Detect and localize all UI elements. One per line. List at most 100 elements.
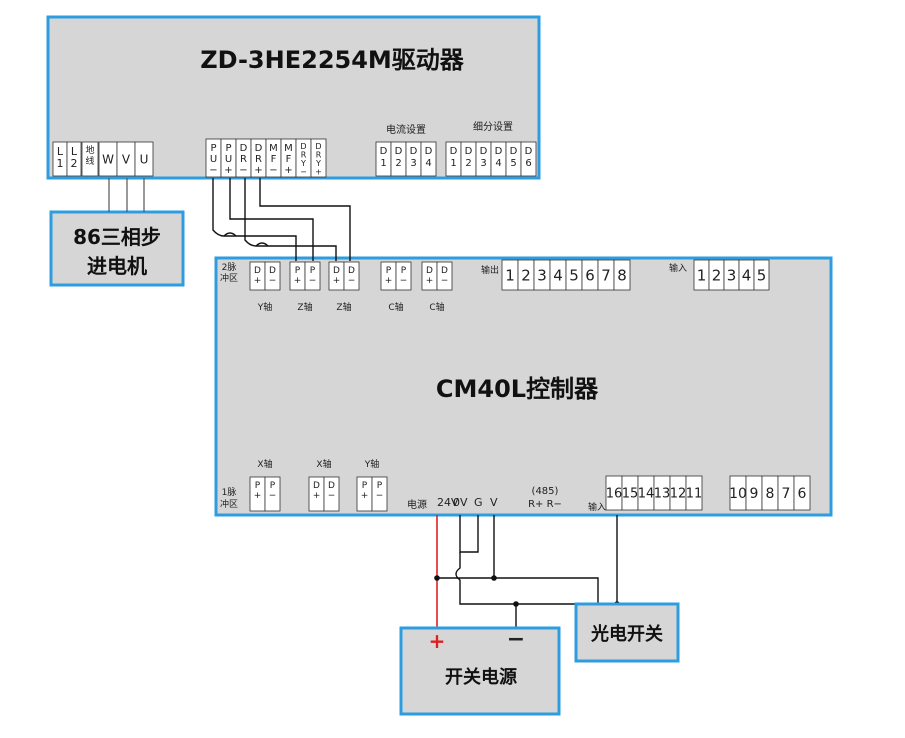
controller-power-label: 电源 xyxy=(407,498,427,511)
driver-signal-terminal-text: R xyxy=(316,151,322,160)
controller-pulse-label-top-2: 冲区 xyxy=(220,272,238,284)
driver-signal-terminal: DRY+ xyxy=(310,138,327,178)
controller-bottom-terminal-text: + xyxy=(361,491,369,501)
controller-pulse-label-bottom-2: 冲区 xyxy=(220,498,238,510)
driver-power-terminal-text: 1 xyxy=(57,157,64,170)
wire-dr-plus xyxy=(259,178,351,261)
controller-bottom-terminal-text: − xyxy=(269,491,277,501)
driver-current-dip: D2 xyxy=(390,141,407,177)
driver-motor-terminal-u-frame xyxy=(134,141,154,177)
controller-input-terminal-top-text: 3 xyxy=(727,266,737,284)
driver-current-dip-frame xyxy=(420,141,437,177)
controller-input-terminal-bottom: 11 xyxy=(685,475,703,511)
controller-input-terminal-bottom-frame xyxy=(793,475,811,511)
driver-signal-terminal-frame xyxy=(310,138,327,178)
controller-input-terminal-bottom: 8 xyxy=(761,475,779,511)
driver-subdivision-dip-text: D xyxy=(525,146,533,157)
controller-output-terminal: 2 xyxy=(517,259,535,291)
driver-signal-terminal: PU+ xyxy=(220,138,237,178)
controller-input-terminal-top: 2 xyxy=(708,259,725,291)
driver-current-dip: D1 xyxy=(375,141,392,177)
driver-signal-terminal-text: F xyxy=(271,154,277,165)
driver-signal-terminal-text: D xyxy=(315,142,321,151)
driver-title: ZD-3HE2254M驱动器 xyxy=(200,46,465,74)
controller-input-terminal-bottom-text: 13 xyxy=(654,487,671,502)
psu-title: 开关电源 xyxy=(445,666,517,688)
controller-top-terminal-text: P xyxy=(401,266,407,276)
driver-signal-terminal-text: U xyxy=(210,154,217,165)
driver-signal-terminal-text: Y xyxy=(300,159,306,168)
motor-box xyxy=(49,210,185,287)
controller-bottom-terminal-text: D xyxy=(313,481,320,491)
driver-current-label: 电流设置 xyxy=(386,123,426,136)
driver-subdivision-dip-text: D xyxy=(465,146,473,157)
controller-bottom-terminal: P− xyxy=(264,476,281,512)
sensor-box xyxy=(574,602,680,663)
controller-top-terminal-text: − xyxy=(269,276,277,286)
driver-signal-terminal-text: Y xyxy=(315,159,321,168)
psu-plus-sign: + xyxy=(429,629,446,653)
controller-top-terminal-text: − xyxy=(400,276,408,286)
controller-output-terminal-text: 4 xyxy=(553,266,563,284)
controller-input-terminal-bottom-text: 15 xyxy=(622,487,639,502)
driver-power-terminal: L1 xyxy=(52,141,68,177)
driver-signal-terminal-text: − xyxy=(269,165,277,176)
driver-signal-terminal-text: F xyxy=(286,154,292,165)
controller-top-terminal-text: P xyxy=(310,266,316,276)
controller-top-terminal-text: + xyxy=(333,276,341,286)
junction-24v xyxy=(434,575,440,581)
controller-top-terminal: P+ xyxy=(380,261,397,291)
controller-input-terminal-top-text: 4 xyxy=(742,266,752,284)
controller-top-axis-label: C轴 xyxy=(429,301,444,313)
controller-input-terminal-bottom-text: 9 xyxy=(750,486,759,502)
driver-signal-terminal-text: − xyxy=(209,165,217,176)
controller-485-label: (485) xyxy=(532,486,559,497)
controller-bottom-terminal: P− xyxy=(371,476,388,512)
controller-top-terminal-frame xyxy=(395,261,412,291)
wire-pu-minus xyxy=(212,178,297,261)
controller-input-terminal-bottom-text: 6 xyxy=(798,486,807,502)
driver-signal-terminal-text: + xyxy=(284,165,292,176)
controller-input-terminal-bottom: 10 xyxy=(729,475,747,511)
wire-pu-plus xyxy=(229,178,314,261)
controller-top-terminal-text: + xyxy=(385,276,393,286)
driver-subdivision-dip: D1 xyxy=(445,141,462,177)
controller-input-terminal-bottom-frame xyxy=(685,475,703,511)
motor-label-line1: 86三相步 xyxy=(73,225,161,249)
driver-signal-terminal-text: P xyxy=(225,143,231,154)
controller-output-terminal-text: 1 xyxy=(505,266,515,284)
controller-output-terminal: 4 xyxy=(549,259,567,291)
psu-box xyxy=(399,626,561,716)
controller-top-terminal: P+ xyxy=(289,261,306,291)
controller-bottom-terminal-text: − xyxy=(376,491,384,501)
controller-bottom-terminal-frame xyxy=(371,476,388,512)
controller-top-terminal-text: D xyxy=(254,266,261,276)
driver-signal-terminal-text: − xyxy=(239,165,247,176)
controller-bottom-axis-label: X轴 xyxy=(257,458,272,470)
driver-subdivision-dip-text: D xyxy=(450,146,458,157)
controller-output-terminal: 8 xyxy=(613,259,631,291)
controller-input-terminal-bottom: 15 xyxy=(621,475,639,511)
driver-power-terminal-text: 2 xyxy=(71,157,78,170)
controller-input-terminal-top: 4 xyxy=(738,259,755,291)
driver-current-dip-text: D xyxy=(395,146,403,157)
driver-power-terminal-frame xyxy=(66,141,82,177)
driver-current-dip-text: 4 xyxy=(425,158,431,169)
controller-top-terminal-text: P xyxy=(386,266,392,276)
driver-signal-terminal-text: − xyxy=(300,168,307,177)
driver-signal-terminal: DR+ xyxy=(250,138,267,178)
controller-bottom-terminal-text: P xyxy=(377,481,383,491)
controller-input-label-bottom: 输入 xyxy=(588,501,606,513)
driver-signal-terminal-text: D xyxy=(240,143,248,154)
driver-subdivision-dip: D5 xyxy=(505,141,522,177)
controller-input-terminal-bottom-text: 14 xyxy=(638,487,655,502)
driver-current-dip: D3 xyxy=(405,141,422,177)
controller-output-terminal: 3 xyxy=(533,259,551,291)
controller-output-terminal-text: 6 xyxy=(585,266,595,284)
controller-bottom-terminal-text: + xyxy=(313,491,321,501)
controller-top-terminal: D+ xyxy=(328,261,345,291)
